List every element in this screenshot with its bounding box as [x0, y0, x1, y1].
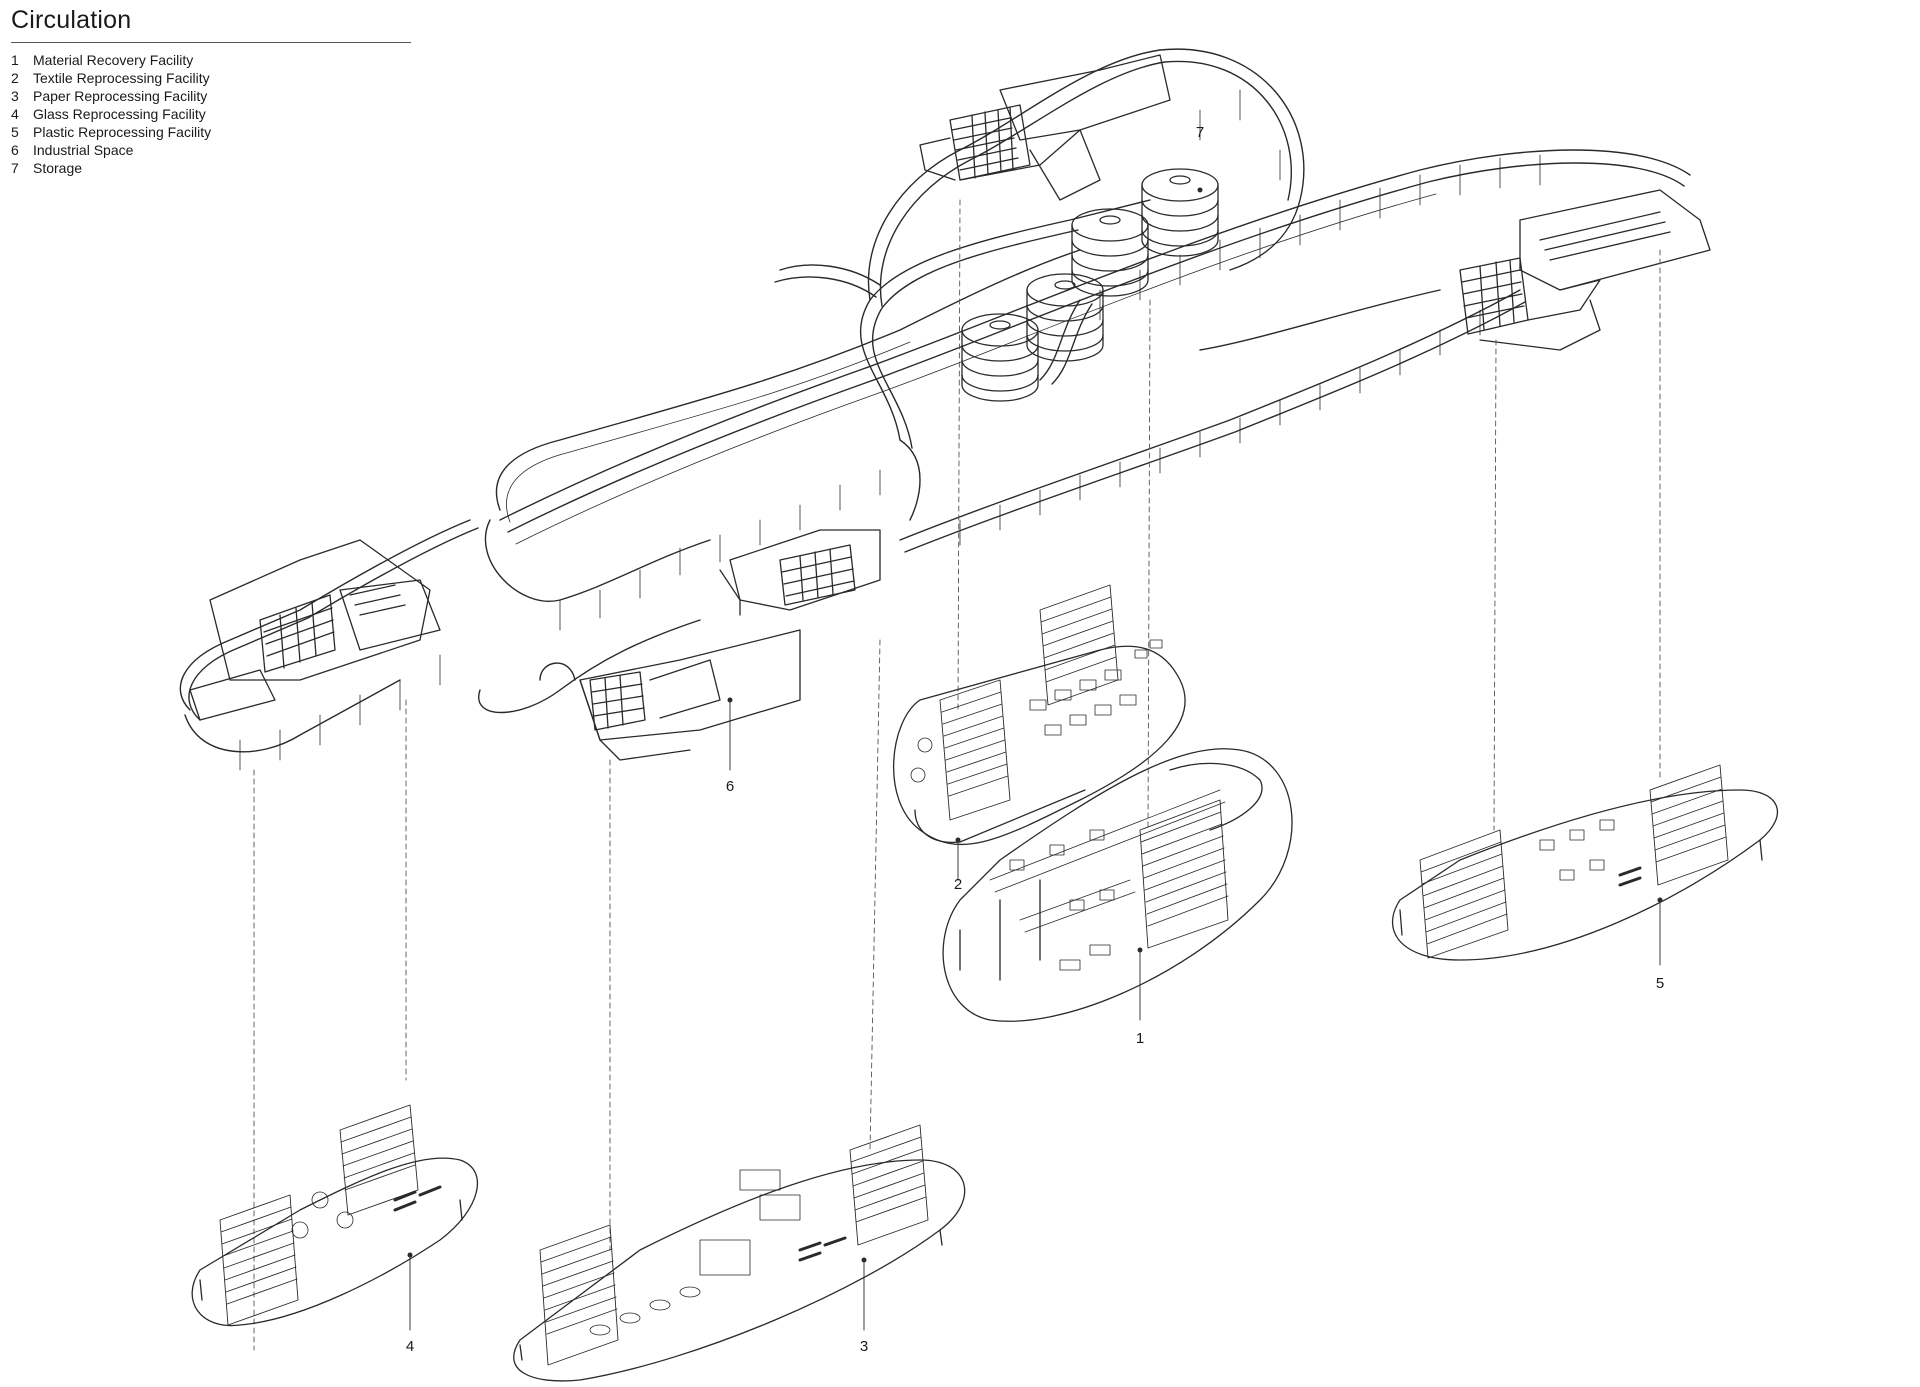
- callout-5: 5: [1655, 975, 1665, 992]
- rack-stack: [219, 1104, 419, 1326]
- legend-number: 3: [11, 88, 19, 104]
- silo: [961, 313, 1039, 402]
- callout-leaders: [409, 699, 1661, 1331]
- floor-plate-material-recovery: [942, 748, 1293, 1022]
- circulation-track: [179, 48, 1691, 753]
- legend-item: 5 Plastic Reprocessing Facility: [11, 123, 211, 141]
- legend-label: Material Recovery Facility: [33, 52, 194, 68]
- facility-building-left: [189, 539, 441, 721]
- legend-number: 4: [11, 106, 19, 122]
- callout-1: 1: [1135, 1030, 1145, 1047]
- legend-number: 7: [11, 160, 19, 176]
- legend-item: 1 Material Recovery Facility: [11, 51, 211, 69]
- machinery: [291, 1185, 442, 1239]
- callout-6: 6: [725, 778, 735, 795]
- legend-item: 4 Glass Reprocessing Facility: [11, 105, 211, 123]
- legend-number: 1: [11, 52, 19, 68]
- machinery: [1539, 819, 1642, 887]
- facility-building-right: [1459, 189, 1711, 351]
- silo: [1141, 168, 1219, 257]
- industrial-space-building: [579, 629, 801, 761]
- legend-label: Plastic Reprocessing Facility: [33, 124, 212, 140]
- legend-item: 2 Textile Reprocessing Facility: [11, 69, 211, 87]
- legend-label: Textile Reprocessing Facility: [33, 70, 210, 86]
- storage-silos: [961, 168, 1219, 402]
- legend: 1 Material Recovery Facility 2 Textile Rep…: [11, 51, 211, 177]
- legend-label: Industrial Space: [33, 142, 134, 158]
- connector-lines: [253, 199, 1661, 1351]
- floor-plate-paper: [513, 1124, 966, 1382]
- legend-item: 7 Storage: [11, 159, 211, 177]
- callout-4: 4: [405, 1338, 415, 1355]
- silo: [1071, 208, 1149, 297]
- callout-7: 7: [1195, 124, 1205, 141]
- facility-building-top: [919, 54, 1171, 201]
- diagram-title: Circulation: [11, 6, 132, 34]
- track-supports: [239, 89, 1541, 771]
- rack-stack: [1419, 764, 1729, 959]
- rack-stack: [1139, 799, 1229, 949]
- silo: [1026, 273, 1104, 362]
- callout-dots: [407, 187, 1663, 1263]
- legend-label: Storage: [33, 160, 83, 176]
- rack-stack: [539, 1124, 929, 1366]
- legend-number: 5: [11, 124, 19, 140]
- machinery: [589, 1169, 847, 1336]
- floor-plate-plastic: [1391, 764, 1778, 961]
- floor-plate-glass: [191, 1104, 479, 1327]
- legend-label: Glass Reprocessing Facility: [33, 106, 206, 122]
- facility-building-center: [719, 529, 881, 616]
- legend-item: 3 Paper Reprocessing Facility: [11, 87, 211, 105]
- conveyors: [989, 789, 1226, 971]
- legend-item: 6 Industrial Space: [11, 141, 211, 159]
- floor-plate-textile: [892, 584, 1186, 846]
- callout-2: 2: [953, 876, 963, 893]
- rack-stack: [939, 584, 1119, 821]
- callout-3: 3: [859, 1338, 869, 1355]
- title-underline: [11, 42, 411, 43]
- legend-label: Paper Reprocessing Facility: [33, 88, 208, 104]
- machinery: [910, 639, 1163, 783]
- legend-number: 2: [11, 70, 19, 86]
- legend-number: 6: [11, 142, 19, 158]
